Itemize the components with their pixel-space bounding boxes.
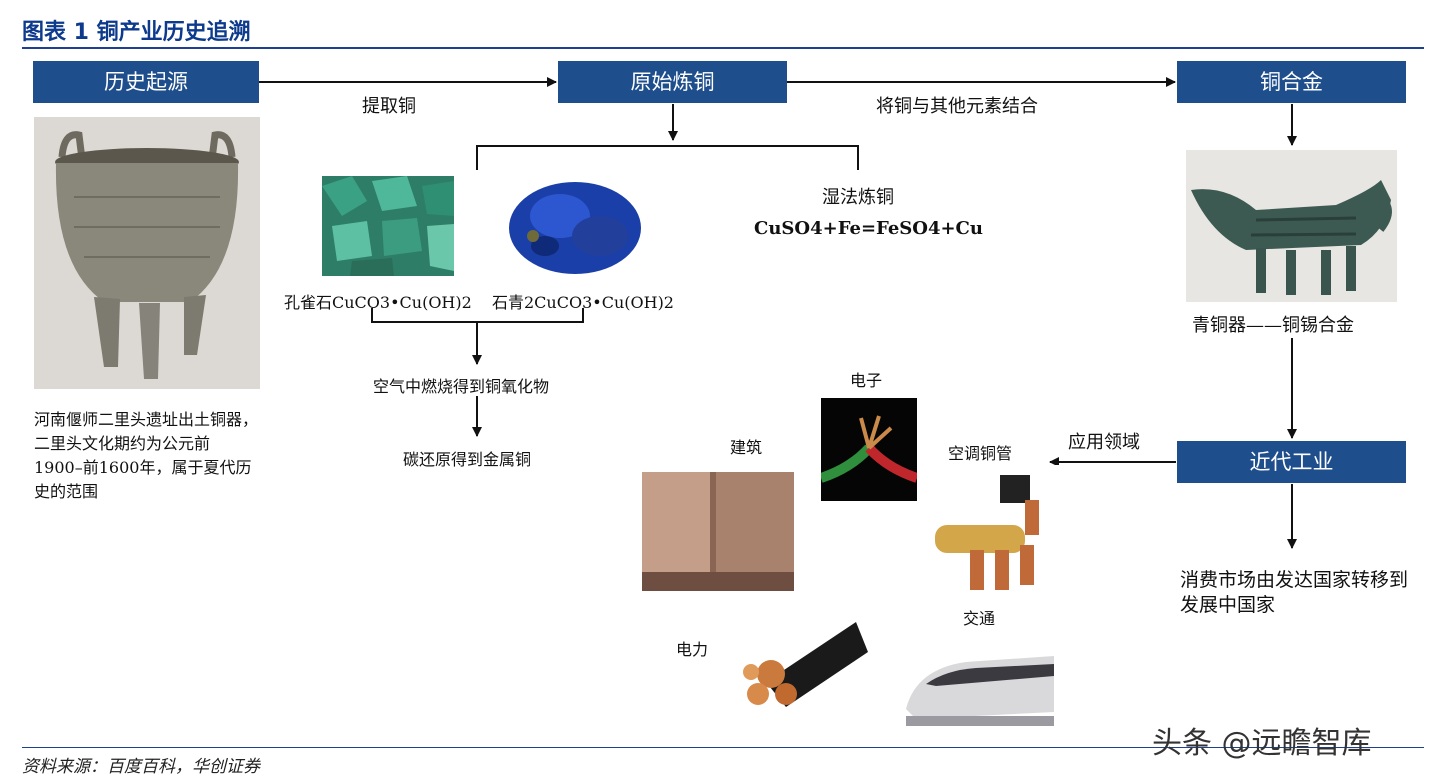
bronze-caption: 青铜器——铜锡合金 (1192, 311, 1354, 337)
source-note: 资料来源：百度百科，华创证券 (22, 752, 260, 777)
power-cable-image (736, 612, 868, 707)
box-primitive-smelting: 原始炼铜 (558, 61, 787, 103)
industry-note: 消费市场由发达国家转移到发展中国家 (1180, 568, 1412, 618)
ac-pipe-image (930, 465, 1062, 595)
history-note: 河南偃师二里头遗址出土铜器，二里头文化期约为公元前1900–前1600年，属于夏… (34, 408, 258, 504)
label-electronics: 电子 (850, 367, 882, 391)
watermark: 头条 @远瞻智库 (1152, 718, 1372, 762)
azurite-image (505, 176, 647, 276)
step-reduce: 碳还原得到金属铜 (403, 446, 531, 470)
malachite-label: 孔雀石CuCO3•Cu(OH)2 (284, 289, 472, 313)
wet-method-title: 湿法炼铜 (822, 183, 894, 209)
box-copper-alloy: 铜合金 (1177, 61, 1406, 103)
label-ac-pipe: 空调铜管 (948, 440, 1012, 464)
label-power: 电力 (676, 636, 708, 660)
azurite-label: 石青2CuCO3•Cu(OH)2 (492, 289, 674, 313)
label-construction: 建筑 (730, 434, 762, 458)
label-transport: 交通 (963, 605, 995, 629)
step-burn: 空气中燃烧得到铜氧化物 (373, 373, 549, 397)
label-extract-copper: 提取铜 (362, 92, 416, 118)
construction-copper-image (642, 472, 794, 591)
bracket-primitive-split (477, 146, 858, 170)
label-combine-elements: 将铜与其他元素结合 (876, 92, 1038, 118)
tripod-ding-image (34, 117, 260, 389)
box-modern-industry: 近代工业 (1177, 441, 1406, 483)
malachite-image (322, 176, 454, 276)
label-application-fields: 应用领域 (1068, 428, 1140, 454)
box-history-origin: 历史起源 (33, 61, 259, 103)
transport-train-image (906, 634, 1054, 734)
electronics-wire-image (821, 398, 917, 501)
wet-method-formula: CuSO4+Fe=FeSO4+Cu (754, 218, 983, 239)
bronze-vessel-image (1186, 150, 1397, 302)
